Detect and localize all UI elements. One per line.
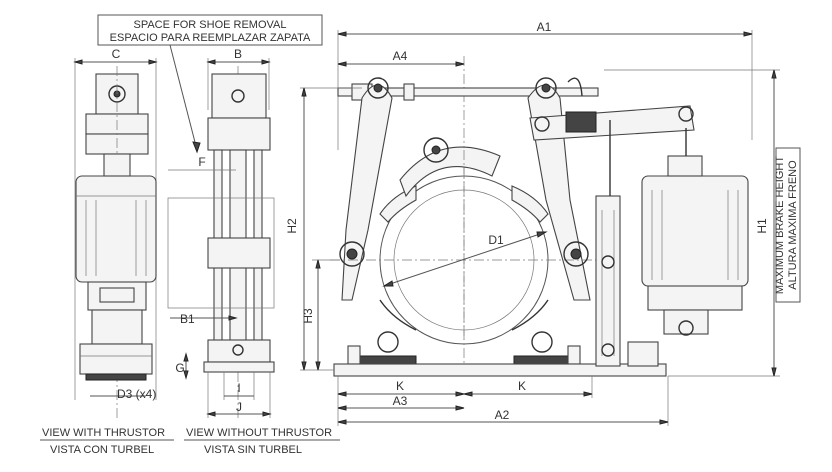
dim-j: J (236, 400, 242, 414)
dim-c: C (112, 47, 121, 61)
dim-b: B (234, 47, 242, 61)
view-without-thrustor-es: VISTA SIN TURBEL (204, 444, 302, 456)
shoe-removal-es: ESPACIO PARA REEMPLAZAR ZAPATA (110, 32, 311, 44)
dim-a4: A4 (393, 49, 408, 63)
dim-a1: A1 (537, 20, 552, 34)
shoe-removal-en: SPACE FOR SHOE REMOVAL (133, 19, 286, 31)
view-with-thrustor-es: VISTA CON TURBEL (50, 444, 154, 456)
dim-d1: D1 (488, 233, 504, 247)
shoe-removal-note: SPACE FOR SHOE REMOVAL ESPACIO PARA REEM… (97, 14, 323, 154)
dim-a3: A3 (393, 394, 408, 408)
dim-h1: H1 (755, 218, 769, 234)
dim-b1: B1 (180, 312, 195, 326)
view-without-thrustor: B F B1 G I (167, 47, 340, 456)
dim-h2: H2 (285, 218, 299, 234)
max-height-en: MAXIMUM BRAKE HEIGHT (774, 156, 786, 294)
dim-i: I (237, 381, 240, 395)
front-view: A1 A4 (285, 20, 801, 426)
dim-k-right: K (518, 379, 526, 393)
dim-d3: D3 (x4) (117, 387, 156, 401)
dim-f: F (198, 155, 205, 169)
dim-g: G (175, 361, 184, 375)
max-height-es: ALTURA MAXIMA FRENO (787, 160, 799, 290)
dim-a2: A2 (495, 408, 510, 422)
dim-k-left: K (396, 379, 404, 393)
view-with-thrustor-en: VIEW WITH THRUSTOR (42, 427, 165, 439)
view-without-thrustor-en: VIEW WITHOUT THRUSTOR (186, 427, 332, 439)
view-with-thrustor: C D3 (x4) VIEW WITH THRUSTOR VISTA CON T… (40, 47, 174, 456)
dim-h3: H3 (301, 308, 315, 324)
